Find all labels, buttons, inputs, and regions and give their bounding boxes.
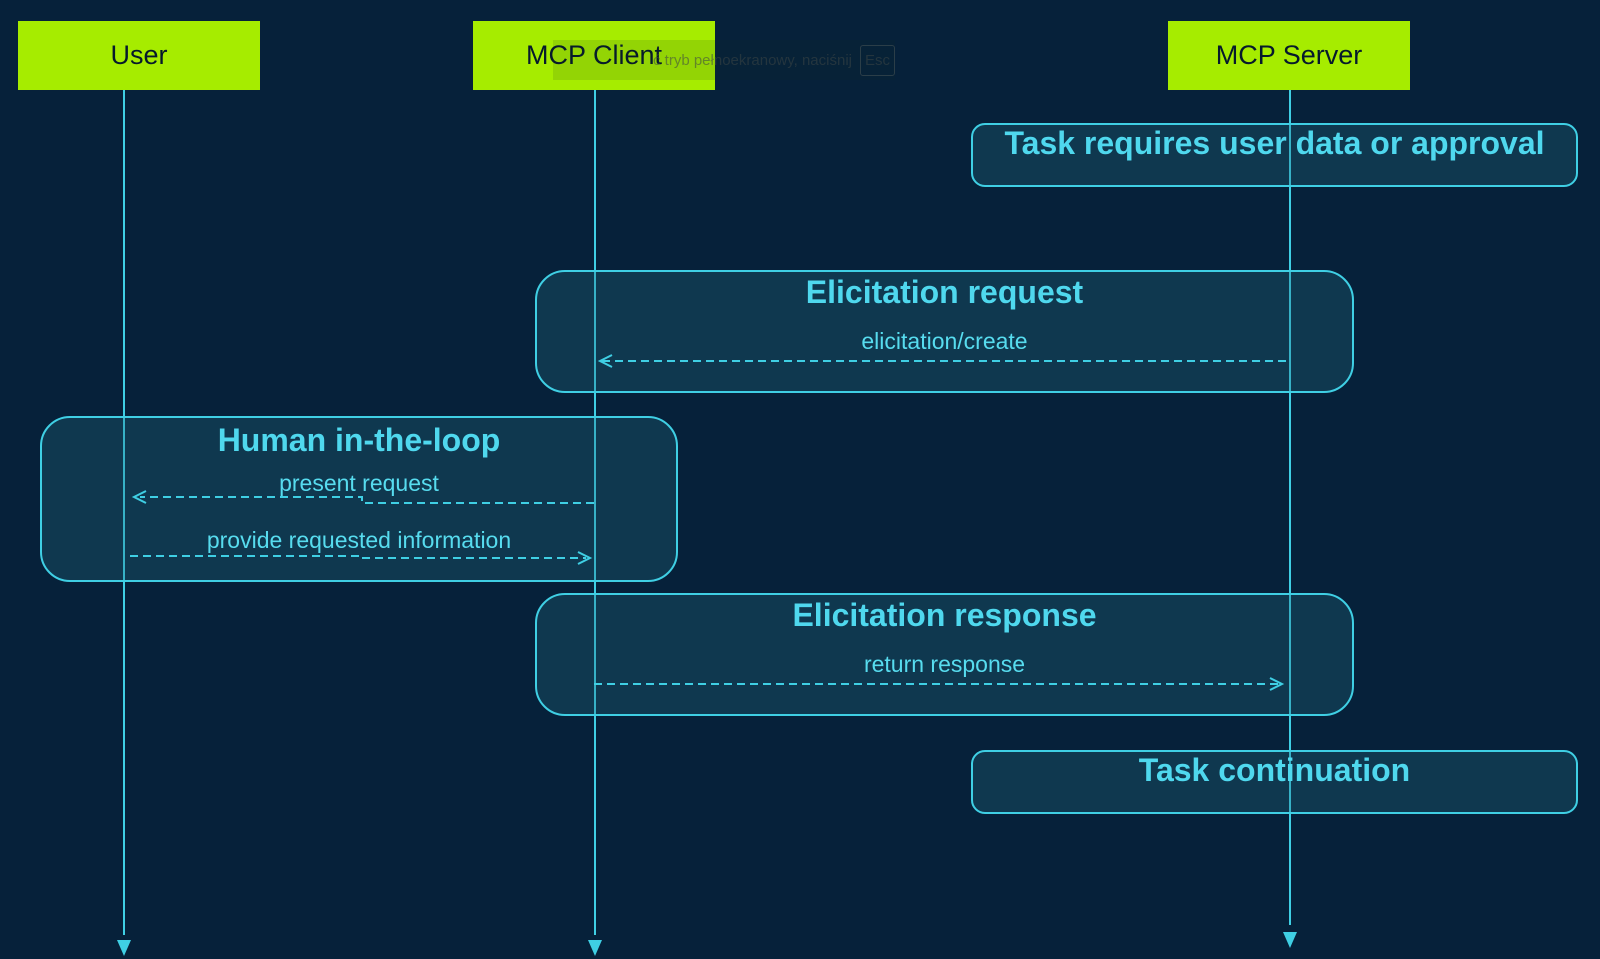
esc-key-badge: Esc	[859, 44, 895, 76]
user-lifeline	[123, 90, 125, 935]
elicitation-request-title: Elicitation request	[805, 274, 1084, 310]
actor-client-label: MCP Client	[525, 40, 663, 70]
elicitation-response-box: Elicitation response return response	[535, 593, 1354, 716]
actor-mcp-client: MCP Client	[473, 21, 715, 90]
task-continuation-box: Task continuation	[971, 750, 1578, 814]
task-requires-box: Task requires user data or approval	[971, 123, 1578, 187]
server-lifeline	[1289, 90, 1291, 925]
task-continuation-title: Task continuation	[1138, 752, 1411, 788]
actor-server-label: MCP Server	[1215, 40, 1363, 70]
return-response-label: return response	[863, 651, 1026, 677]
present-request-label: present request	[279, 470, 439, 496]
fullscreen-hint-text: ć tryb pełnoekranowy, naciśnij	[653, 51, 852, 69]
elicitation-create-label: elicitation/create	[861, 328, 1028, 354]
fullscreen-exit-hint: ć tryb pełnoekranowy, naciśnij Esc	[553, 40, 895, 80]
server-lifeline-arrowhead	[1283, 932, 1297, 948]
elicitation-response-title: Elicitation response	[792, 597, 1097, 633]
human-in-the-loop-title: Human in-the-loop	[217, 422, 501, 458]
actor-mcp-server: MCP Server	[1168, 21, 1410, 90]
client-lifeline-arrowhead	[588, 940, 602, 956]
elicitation-request-box: Elicitation request elicitation/create	[535, 270, 1354, 393]
user-lifeline-arrowhead	[117, 940, 131, 956]
human-in-the-loop-box: Human in-the-loop	[40, 416, 678, 582]
client-lifeline	[594, 90, 596, 935]
provide-info-label: provide requested information	[206, 527, 512, 553]
task-requires-title: Task requires user data or approval	[1004, 125, 1545, 161]
actor-user: User	[18, 21, 260, 90]
actor-user-label: User	[110, 40, 168, 70]
